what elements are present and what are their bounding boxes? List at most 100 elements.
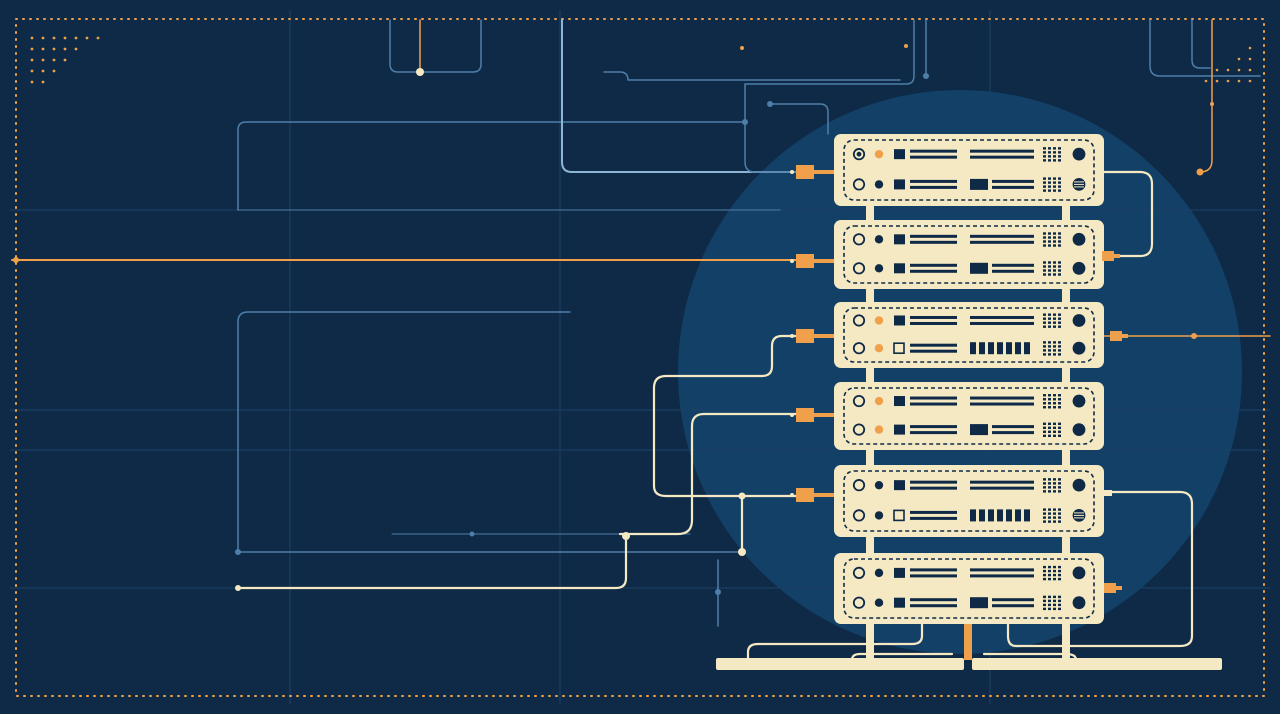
corner-dot-pattern: [30, 36, 1252, 106]
vent-grille: [1053, 147, 1056, 150]
status-led: [874, 480, 884, 490]
connector-tip: [790, 493, 794, 497]
cable-node: [622, 532, 630, 540]
slot-line: [910, 321, 957, 325]
status-ring: [852, 479, 866, 492]
vent-grille: [1058, 353, 1061, 356]
slot-line: [910, 349, 957, 353]
vent-grille: [1043, 181, 1046, 184]
status-led: [874, 396, 884, 406]
vent-grille: [1058, 321, 1061, 324]
vent-grille: [1043, 147, 1046, 150]
status-ring: [852, 342, 866, 355]
slot-line: [910, 510, 957, 514]
vent-grille: [1058, 406, 1061, 409]
vent-grille: [1053, 244, 1056, 247]
vent-grille: [1048, 607, 1051, 611]
slot-line: [910, 234, 957, 238]
vent-grille: [1053, 422, 1056, 425]
dot: [30, 47, 34, 51]
vent-grille: [1053, 181, 1056, 184]
port-cell: [979, 342, 985, 355]
server-panel: [834, 134, 1104, 206]
vent-grille: [1043, 595, 1046, 599]
vent-grille: [1043, 599, 1046, 603]
port-cell: [988, 342, 994, 355]
drive-bay: [894, 567, 905, 578]
circuit-node: [923, 73, 929, 79]
slot-line: [910, 486, 957, 490]
dot: [1215, 79, 1219, 83]
vent-grille: [1058, 147, 1061, 150]
server-inner-border: [843, 225, 1095, 284]
vent-grille: [1043, 508, 1046, 511]
port-cell: [970, 342, 976, 355]
dot: [30, 36, 34, 40]
server-panel: [834, 553, 1104, 624]
port-block: [970, 424, 988, 436]
vent-grille: [1058, 273, 1061, 276]
vent-grille: [1048, 569, 1051, 573]
vent-grille: [1058, 426, 1061, 429]
vent-grille: [1048, 321, 1051, 324]
vent-grille: [1043, 345, 1046, 348]
dot: [1248, 68, 1252, 72]
vent-grille: [1043, 603, 1046, 607]
server-rack: [834, 134, 1104, 658]
vent-grille: [1053, 577, 1056, 581]
vent-grille: [1048, 155, 1051, 158]
vent-grille: [1058, 430, 1061, 433]
vent-grille: [1043, 265, 1046, 268]
vent-grille: [1058, 181, 1061, 184]
status-ring: [852, 262, 866, 275]
vent-grille: [1053, 512, 1056, 515]
vent-grille: [1043, 236, 1046, 239]
server-inner-border: [843, 139, 1095, 201]
slot-line: [910, 431, 957, 435]
dot: [1248, 79, 1252, 83]
dot: [1248, 46, 1252, 50]
vent-grille: [1043, 406, 1046, 409]
server-inner-border: [843, 307, 1095, 363]
vent-grille: [1048, 349, 1051, 352]
server-unit: [834, 302, 1104, 368]
base-connector: [964, 622, 972, 660]
dot: [52, 58, 56, 62]
cable: [1100, 170, 1154, 258]
server-unit: [834, 220, 1104, 289]
vent-grille: [1053, 599, 1056, 603]
vent-grille: [1048, 402, 1051, 405]
port-block: [970, 262, 988, 274]
vent-grille: [1053, 353, 1056, 356]
vent-grille: [1048, 398, 1051, 401]
dot: [740, 46, 744, 50]
drive-bay: [894, 597, 905, 608]
slot-line: [970, 149, 1034, 153]
vent-grille: [1043, 159, 1046, 162]
vent-grille: [1043, 269, 1046, 272]
dot: [41, 58, 45, 62]
rack-post: [866, 537, 874, 553]
vent-grille: [1048, 240, 1051, 243]
connector-tip: [790, 334, 794, 338]
cable: [1006, 490, 1194, 648]
cable: [236, 534, 628, 590]
status-ring: [852, 148, 866, 161]
vent-grille: [1043, 573, 1046, 577]
vent-grille: [1058, 607, 1061, 611]
vent-grille: [1058, 261, 1061, 264]
cable-node: [738, 548, 746, 556]
status-led: [874, 180, 884, 189]
vent-grille: [1048, 406, 1051, 409]
circuit-trace: [1191, 19, 1211, 69]
vent-grille: [1043, 577, 1046, 581]
vent-grille: [1043, 569, 1046, 573]
port-cell: [979, 509, 985, 522]
port-cell: [988, 509, 994, 522]
vent-grille: [1048, 422, 1051, 425]
vent-grille: [1058, 434, 1061, 437]
vent-grille: [1053, 317, 1056, 320]
dot: [1237, 79, 1241, 83]
port-cell: [1024, 342, 1030, 355]
base-right: [972, 658, 1222, 670]
